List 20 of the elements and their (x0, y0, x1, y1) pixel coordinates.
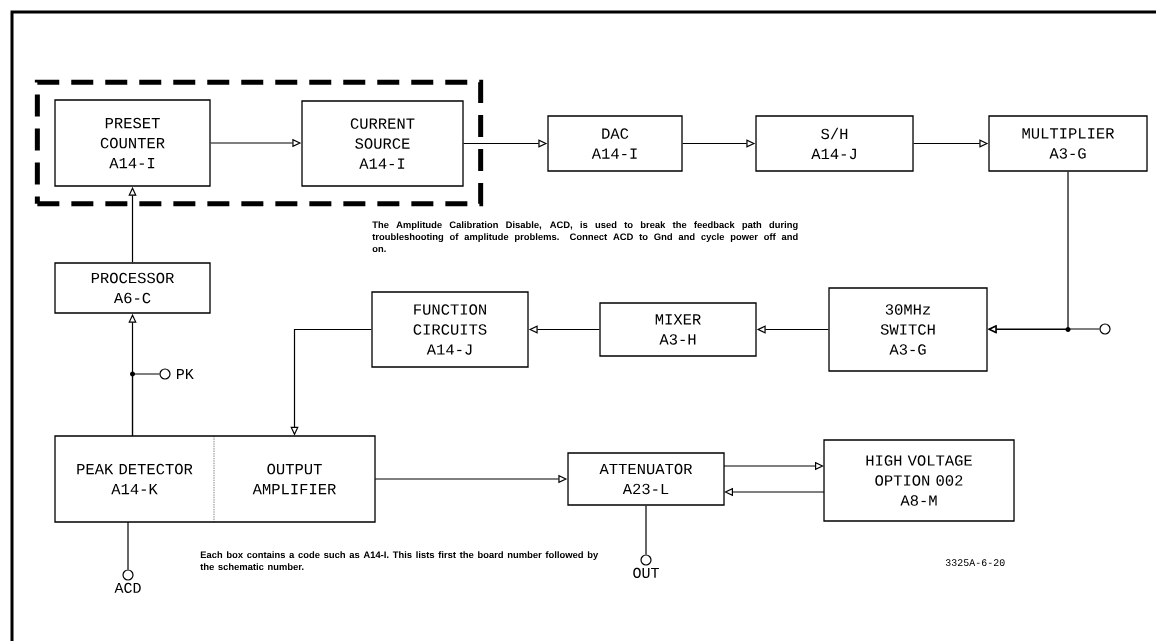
process-box: OUTPUT AMPLIFIER (213, 435, 376, 523)
process-box: PROCESSOR A6-C (54, 262, 211, 314)
process-box: MIXER A3-H (599, 302, 757, 357)
process-box: FUNCTION CIRCUITS A14-J (371, 291, 529, 368)
process-box: 30MHz SWITCH A3-G (828, 287, 988, 372)
note-text: Each box contains a code such as A14-I. This lists first the board number followed by the schematic number. (200, 551, 599, 571)
process-box: S/H A14-J (755, 115, 914, 172)
process-box: HIGH VOLTAGE OPTION 002 A8-M (823, 439, 1015, 522)
process-box: ATTENUATOR A23-L (567, 452, 725, 506)
process-box: CURRENT SOURCE A14-I (301, 100, 464, 187)
terminal-label: PK (177, 369, 194, 379)
note-text: 3325A-6-20 (945, 559, 1005, 566)
process-box: DAC A14-I (547, 115, 683, 172)
terminal-label: ACD (114, 582, 141, 593)
process-box: MULTIPLIER A3-G (988, 115, 1148, 172)
terminal-label: OUT (633, 567, 659, 578)
process-box: PEAK DETECTOR A14-K (54, 435, 215, 523)
process-box: PRESET COUNTER A14-I (54, 99, 211, 187)
note-text: The Amplitude Calibration Disable, ACD, is used to break the feedback path during troubleshooting of amplitude problems. Connect ACD to Gnd and cycle power off and on. (372, 221, 798, 253)
dashed-group-box (34, 79, 484, 207)
